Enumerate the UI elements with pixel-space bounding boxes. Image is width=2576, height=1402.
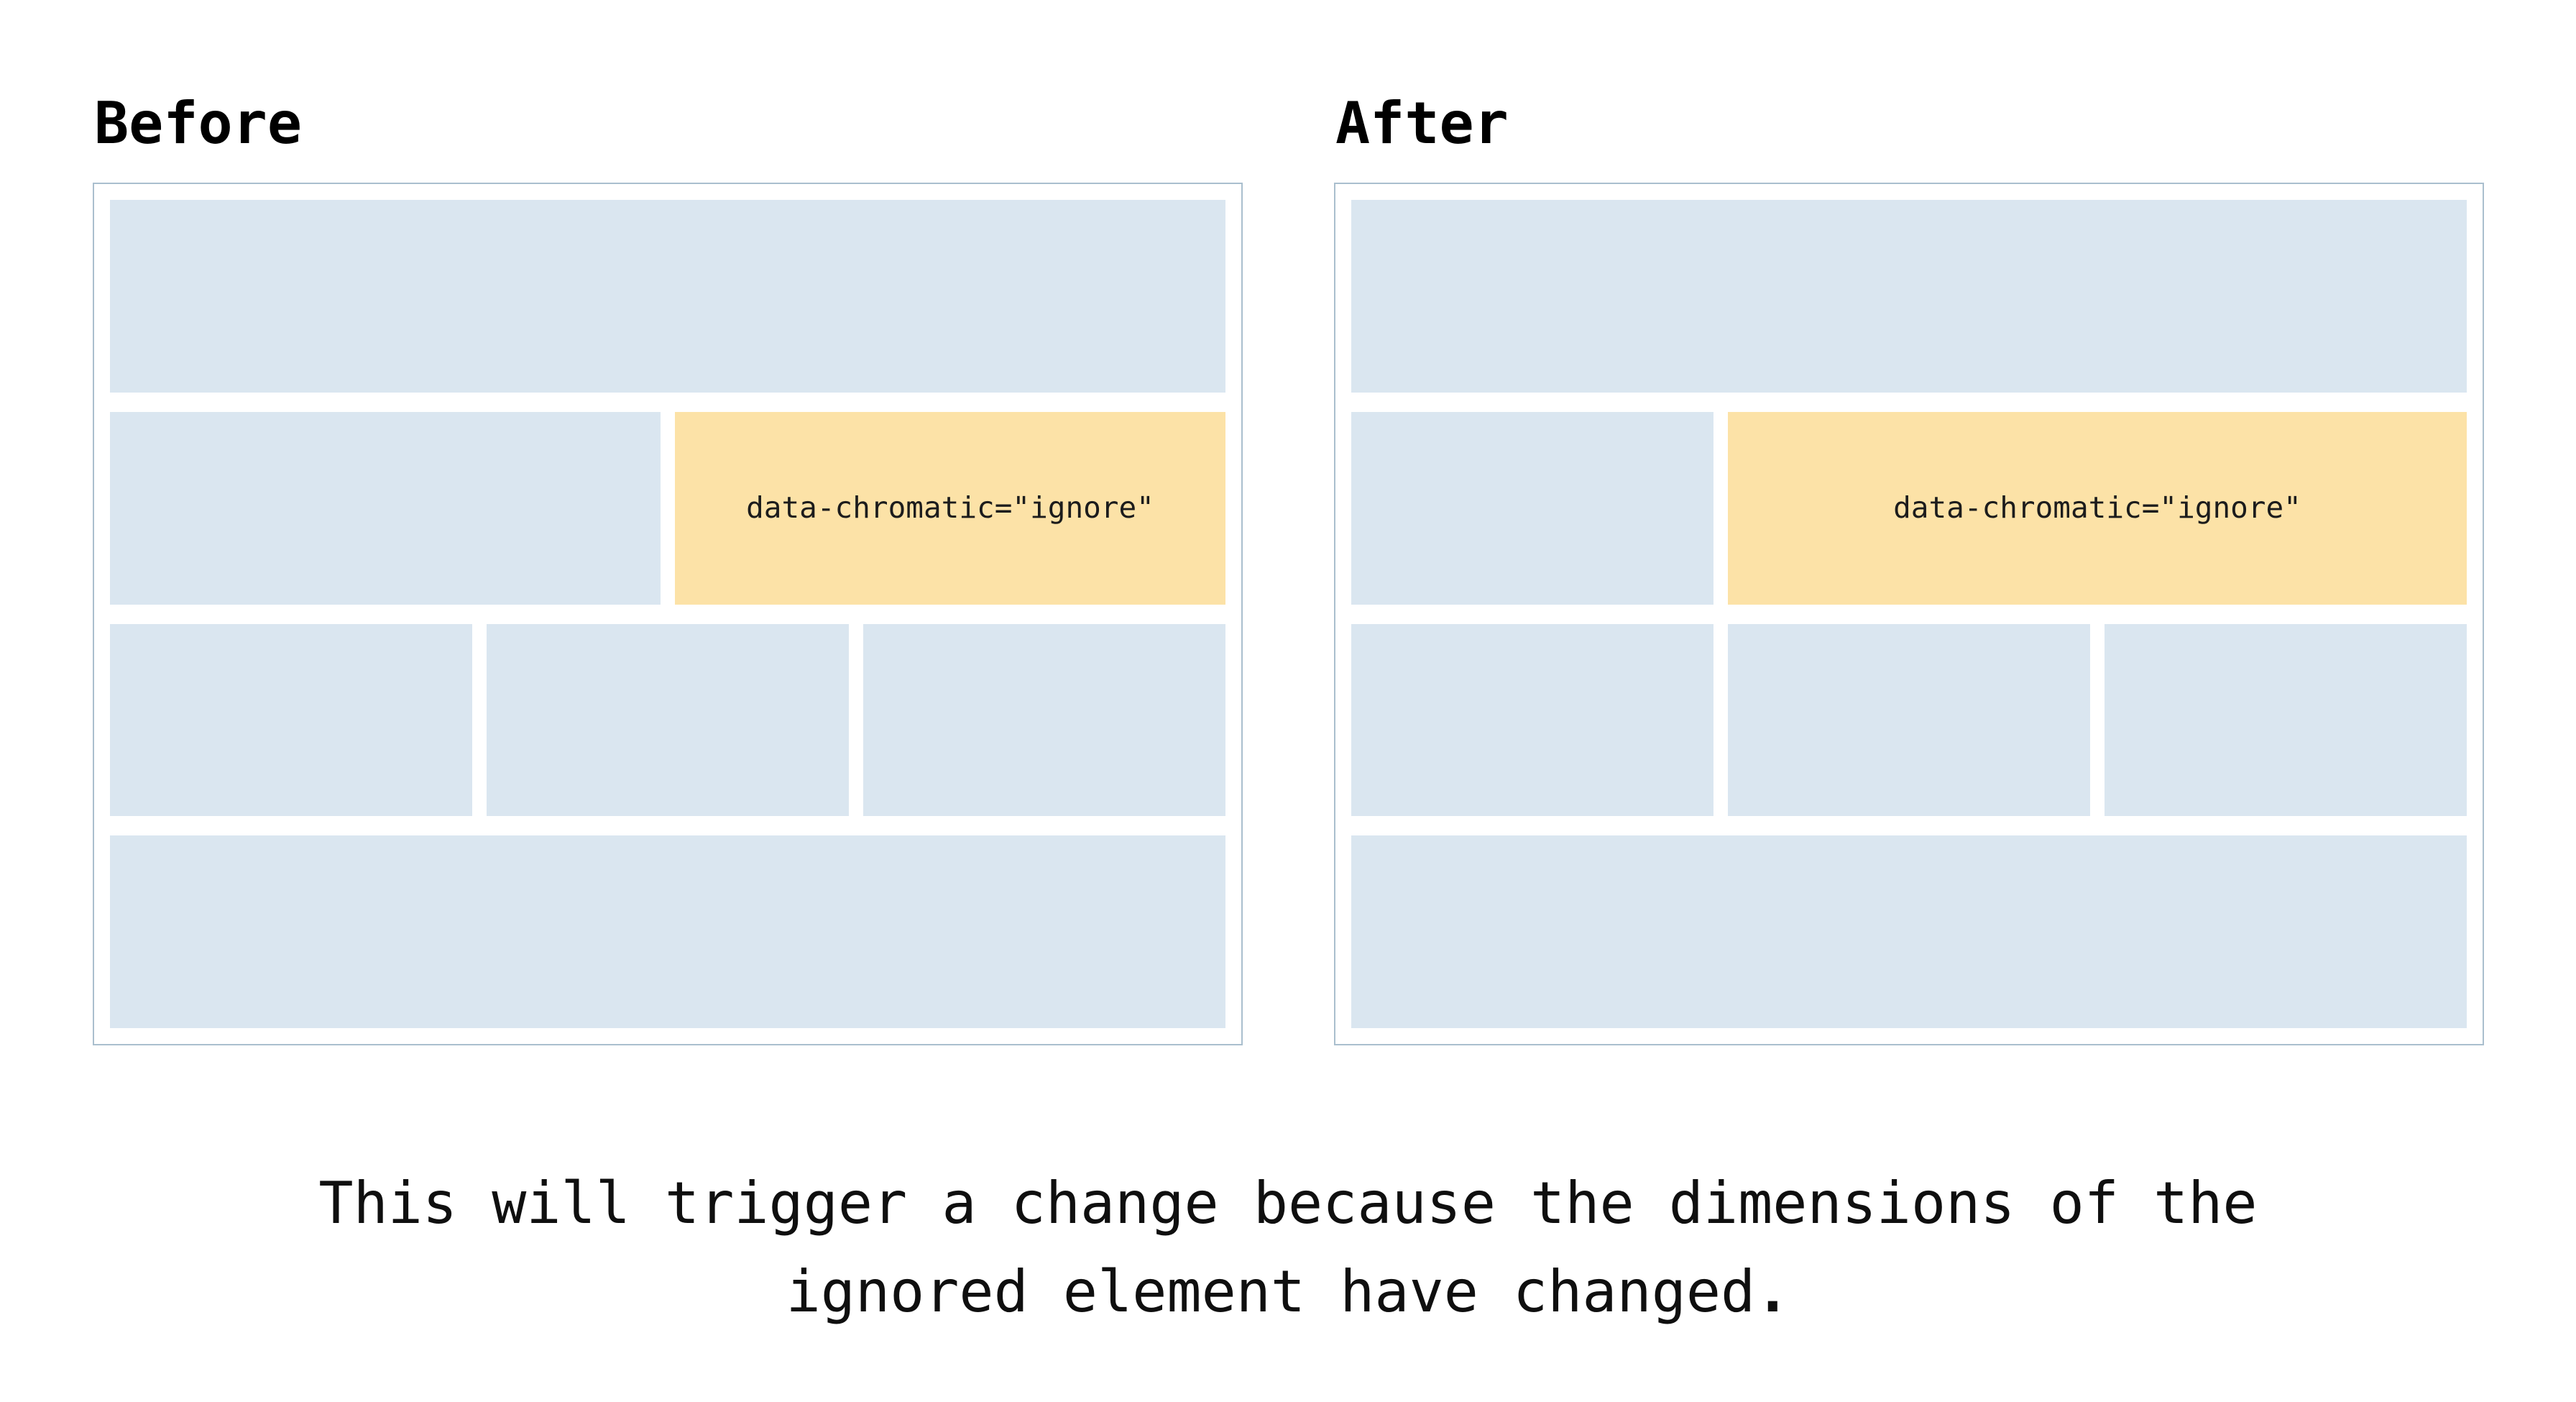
before-row-2: data-chromatic="ignore" (110, 411, 1225, 605)
caption: This will trigger a change because the d… (93, 1159, 2483, 1336)
after-column: After data-chromatic="ignore" (1334, 89, 2484, 1045)
before-ignored-element: data-chromatic="ignore" (675, 411, 1225, 605)
caption-line-1: This will trigger a change because the d… (318, 1170, 2258, 1237)
after-row2-placeholder-block (1351, 411, 1714, 605)
before-ignore-attribute-label: data-chromatic="ignore" (746, 490, 1154, 526)
before-after-comparison: Before data-chromatic="ignore" A (93, 89, 2484, 1045)
caption-period: . (1755, 1258, 1790, 1326)
before-row3-placeholder-block-3 (863, 623, 1225, 817)
before-row3-placeholder-block-2 (487, 623, 849, 817)
after-row-2: data-chromatic="ignore" (1351, 411, 2467, 605)
before-frame: data-chromatic="ignore" (93, 183, 1243, 1045)
after-ignored-element: data-chromatic="ignore" (1727, 411, 2467, 605)
after-heading: After (1335, 90, 1509, 157)
after-row3-placeholder-block-3 (2104, 623, 2467, 817)
after-row3-placeholder-block-1 (1351, 623, 1714, 817)
after-row-3 (1351, 623, 2467, 817)
before-header-placeholder-block (110, 200, 1225, 393)
before-row3-placeholder-block-1 (110, 623, 472, 817)
before-column: Before data-chromatic="ignore" (93, 89, 1243, 1045)
before-row-3 (110, 623, 1225, 817)
after-frame: data-chromatic="ignore" (1334, 183, 2484, 1045)
caption-line-2: ignored element have changed. (93, 1247, 2483, 1336)
before-heading: Before (94, 90, 302, 157)
before-row2-placeholder-block (110, 411, 661, 605)
caption-line-2-text: ignored element have changed (786, 1258, 1756, 1326)
before-footer-placeholder-block (110, 835, 1225, 1028)
after-ignore-attribute-label: data-chromatic="ignore" (1893, 490, 2301, 526)
after-header-placeholder-block (1351, 200, 2467, 393)
after-footer-placeholder-block (1351, 835, 2467, 1028)
after-row3-placeholder-block-2 (1728, 623, 2090, 817)
